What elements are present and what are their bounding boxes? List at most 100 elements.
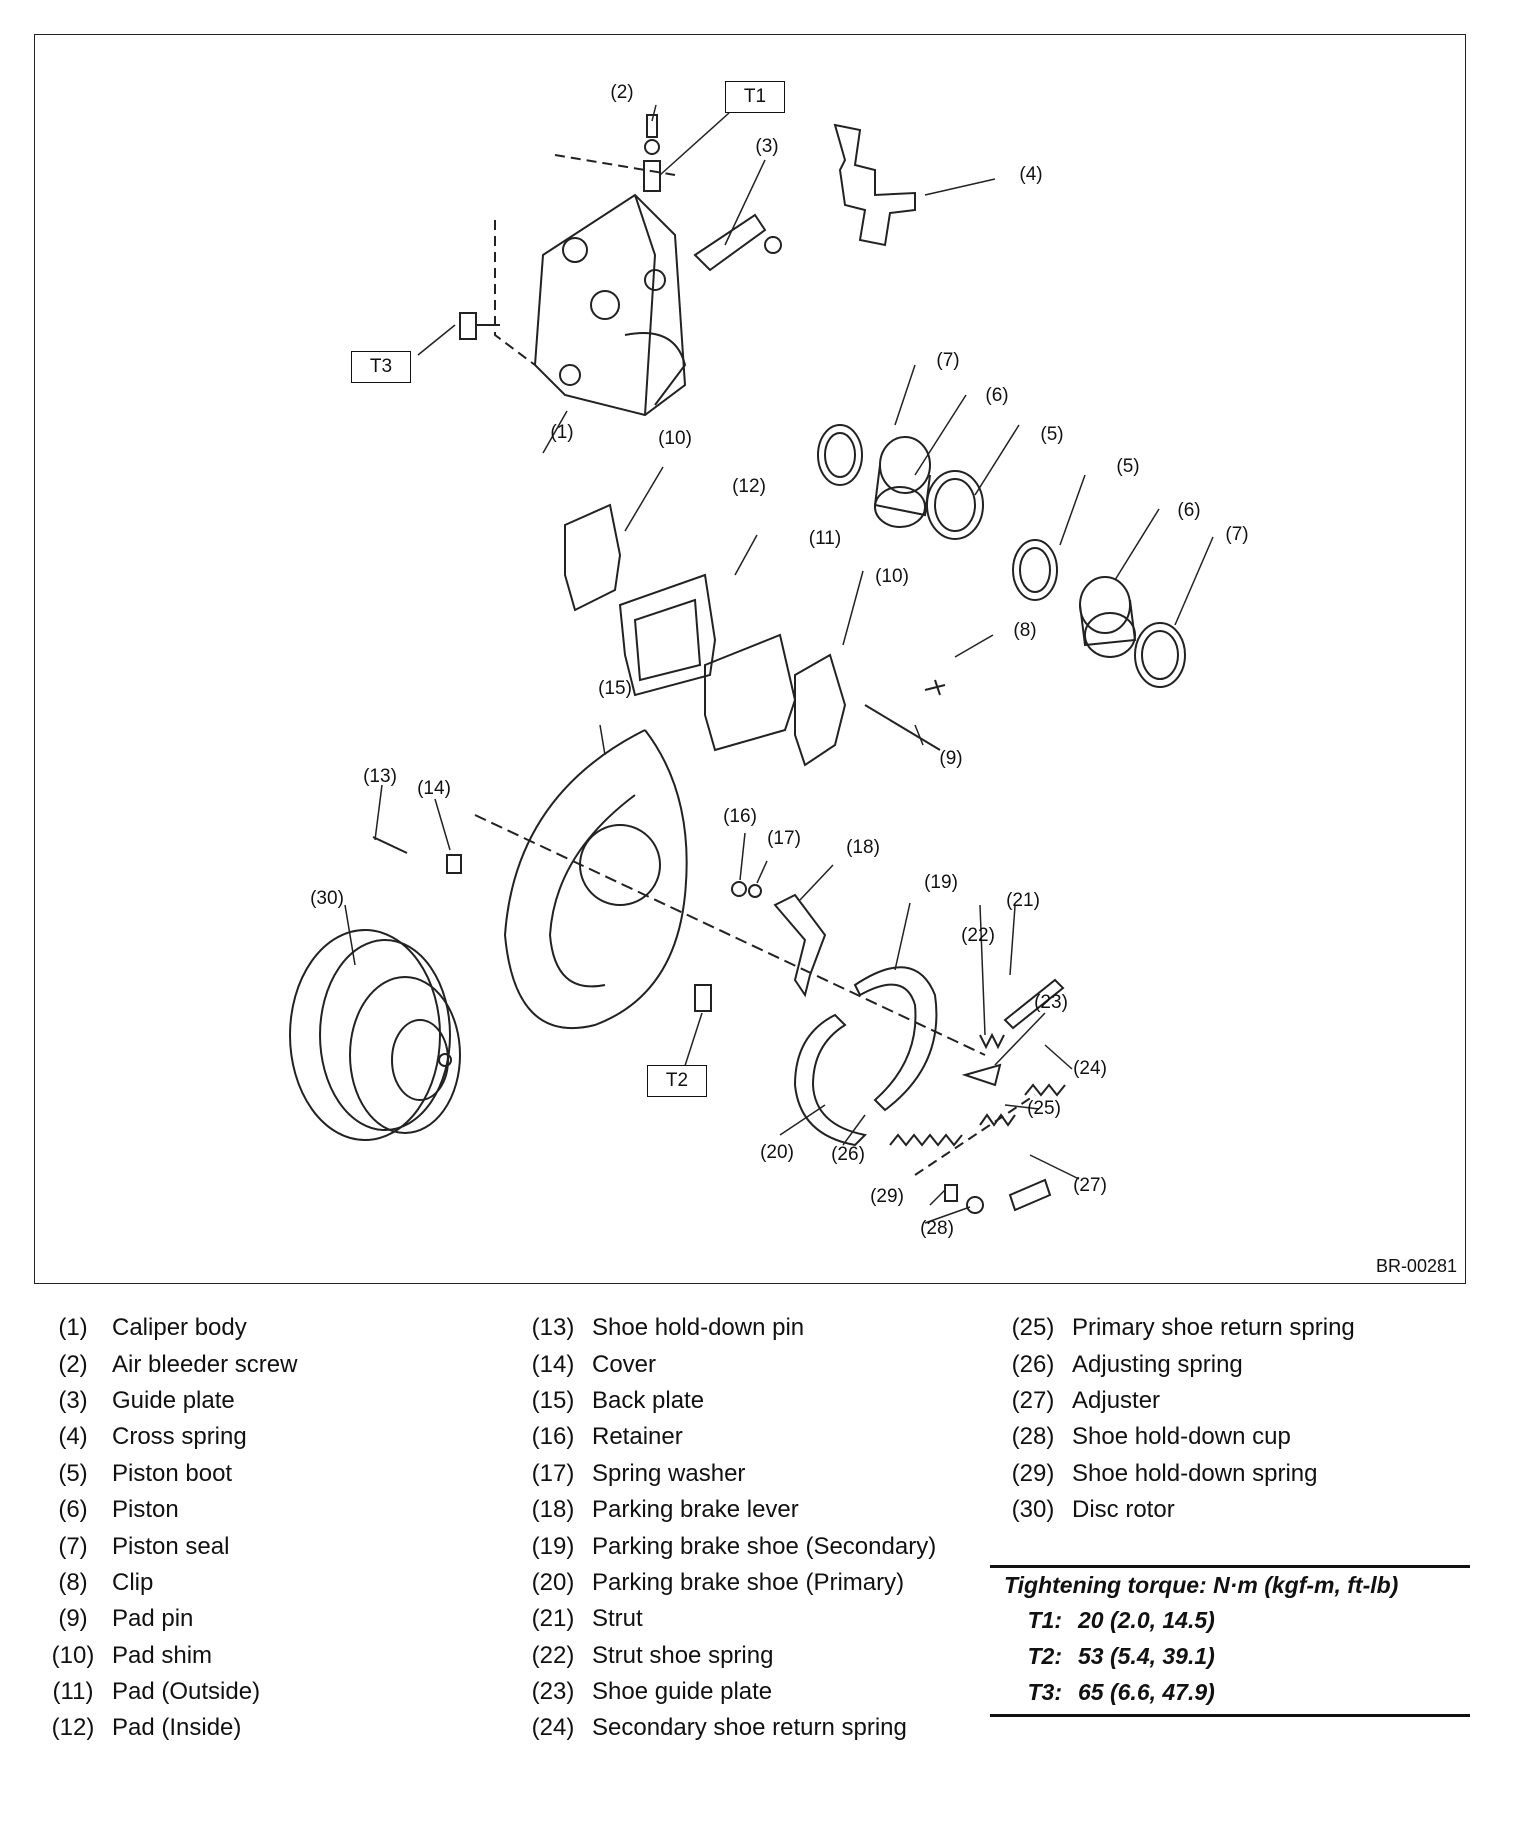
spring-washer-part	[748, 884, 762, 898]
part-reference-number: (20)	[760, 1142, 794, 1163]
legend-item: (10) Pad shim	[38, 1638, 297, 1674]
part-reference-number: (12)	[732, 476, 766, 497]
secondary-shoe-return-spring-part	[1024, 1083, 1066, 1097]
legend-column-1: (1)Caliper body(2)Air bleeder screw(3)Gu…	[38, 1310, 298, 1747]
legend-item: (19)Parking brake shoe (Secondary)	[518, 1528, 937, 1564]
legend-item: (18)Parking brake lever	[518, 1492, 936, 1528]
legend-item-number: (22)	[531, 1641, 575, 1669]
part-reference-number: (14)	[417, 778, 451, 799]
legend-item: (9)Pad pin	[38, 1601, 297, 1637]
part-reference-number: (15)	[598, 678, 632, 699]
part-reference-number: (1)	[550, 422, 574, 443]
legend-item: (6) Piston	[38, 1492, 297, 1528]
legend-item-number: (20)	[531, 1568, 575, 1596]
legend-item-number: (5)	[58, 1459, 88, 1487]
torque-tag-t1: T1	[725, 81, 785, 113]
legend-item-number: (27)	[1011, 1386, 1055, 1414]
table-top-rule	[990, 1565, 1470, 1568]
tightening-torque-table: Tightening torque: N·m (kgf-m, ft-lb) T1…	[990, 1565, 1470, 1717]
guide-plate-part	[693, 213, 783, 272]
legend-item: (23)Shoe guide plate	[518, 1674, 936, 1710]
legend-item-label: Pad shim	[112, 1641, 213, 1669]
legend-item: (21)Strut	[518, 1601, 936, 1637]
part-reference-number: (26)	[831, 1144, 865, 1165]
part-reference-number: (13)	[363, 766, 397, 787]
part-reference-number: (6)	[1177, 500, 1201, 521]
t3-bolt-part	[459, 312, 500, 340]
legend-item: (5)Piston boot	[38, 1456, 297, 1492]
torque-tag-t2: T2	[647, 1065, 707, 1097]
legend-item-label: Parking brake shoe (Primary)	[592, 1568, 905, 1596]
legend-item-number: (23)	[531, 1678, 575, 1706]
parking-brake-shoe-secondary-part	[853, 966, 938, 1112]
legend-item-number: (14)	[531, 1350, 575, 1378]
part-reference-number: (22)	[961, 925, 995, 946]
legend-item-label: Pad pin	[112, 1605, 194, 1633]
torque-value: 53 (5.4, 39.1)	[1078, 1642, 1215, 1669]
legend-item-number: (29)	[1011, 1459, 1055, 1487]
torque-key: T3:	[1027, 1678, 1063, 1705]
legend-item: (17) Spring washer	[518, 1456, 936, 1492]
part-reference-number: (8)	[1013, 620, 1037, 641]
legend-item-number: (7)	[58, 1532, 88, 1560]
legend-item-number: (10)	[51, 1641, 95, 1669]
legend-item-number: (6)	[58, 1496, 88, 1524]
legend-item-label: Spring washer	[592, 1459, 746, 1487]
legend-item-label: Shoe hold-down spring	[1072, 1459, 1318, 1487]
legend-item-label: Back plate	[592, 1386, 705, 1414]
legend-item: (26)Adjusting spring	[998, 1346, 1355, 1382]
part-reference-number: (19)	[924, 872, 958, 893]
back-plate-part	[474, 729, 986, 1056]
part-reference-number: (25)	[1027, 1098, 1061, 1119]
legend-item: (11)Pad (Outside)	[38, 1674, 297, 1710]
legend-item-number: (25)	[1011, 1314, 1055, 1342]
part-reference-number: (27)	[1073, 1175, 1107, 1196]
part-reference-number: (17)	[767, 828, 801, 849]
part-reference-number: (24)	[1073, 1058, 1107, 1079]
part-reference-number: (10)	[658, 428, 692, 449]
legend-item: (30)Disc rotor	[998, 1492, 1355, 1528]
torque-key: T2:	[1027, 1642, 1063, 1669]
part-reference-number: (10)	[875, 566, 909, 587]
legend-item: (15)Back plate	[518, 1383, 936, 1419]
legend-item: (3)Guide plate	[38, 1383, 297, 1419]
cover-part	[446, 854, 462, 874]
legend-item: (14)Cover	[518, 1346, 936, 1382]
legend-item-label: Primary shoe return spring	[1072, 1314, 1355, 1342]
legend-item-label: Retainer	[592, 1423, 683, 1451]
legend-item-label: Parking brake shoe (Secondary)	[592, 1532, 937, 1560]
legend-item-label: Parking brake lever	[592, 1496, 799, 1524]
figure-code: BR-00281	[1375, 1256, 1457, 1276]
legend-item-number: (17)	[531, 1459, 575, 1487]
legend-item-number: (8)	[58, 1568, 88, 1596]
legend-column-2: (13)Shoe hold-down pin(14)Cover(15)Back …	[518, 1310, 937, 1747]
clip-part	[924, 679, 946, 696]
leader-lines	[344, 104, 1214, 1224]
legend-column-3: (25) Primary shoe return spring (26)Adjust…	[998, 1310, 1355, 1528]
part-reference-number: (23)	[1034, 992, 1068, 1013]
disc-rotor-part	[289, 929, 461, 1141]
caliper-body-part	[494, 154, 687, 417]
parking-brake-lever-part	[773, 893, 827, 998]
air-bleeder-screw-part	[643, 114, 661, 192]
legend-item-label: Guide plate	[112, 1386, 235, 1414]
legend-item-label: Air bleeder screw	[112, 1350, 298, 1378]
legend-item-label: Adjuster	[1072, 1386, 1161, 1414]
legend-item-label: Piston	[112, 1496, 179, 1524]
legend-item: (24)Secondary shoe return spring	[518, 1710, 936, 1746]
legend-item-label: Piston seal	[112, 1532, 230, 1560]
diagram-drawing	[289, 104, 1214, 1224]
part-reference-number: (28)	[920, 1218, 954, 1239]
legend-item: (29) Shoe hold-down spring	[998, 1456, 1355, 1492]
legend-item: (25) Primary shoe return spring	[998, 1310, 1355, 1346]
strut-part	[1003, 978, 1065, 1030]
parking-brake-shoe-primary-part	[793, 1013, 868, 1147]
torque-key: T1:	[1027, 1606, 1063, 1633]
torque-table-title: Tightening torque: N·m (kgf-m, ft-lb)	[1004, 1572, 1399, 1598]
legend-item: (13)Shoe hold-down pin	[518, 1310, 936, 1346]
legend-item-number: (30)	[1011, 1496, 1055, 1524]
legend-item: (8)Clip	[38, 1565, 297, 1601]
strut-shoe-spring-part	[979, 1032, 1005, 1050]
legend-item-number: (2)	[58, 1350, 88, 1378]
pad-pin-part	[864, 704, 941, 751]
